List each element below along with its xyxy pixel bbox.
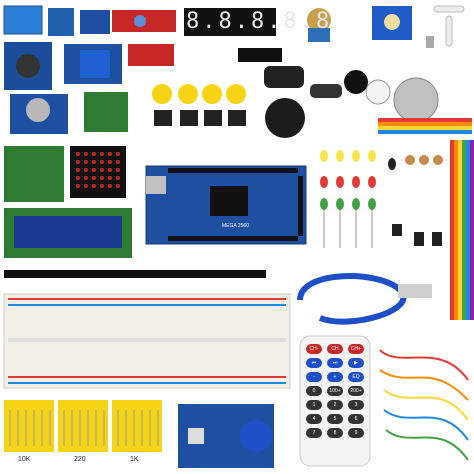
servo-arm [445, 15, 453, 47]
usb-port [146, 176, 166, 194]
usb-cable [297, 273, 407, 325]
remote-button: 9 [348, 428, 364, 438]
remote-button: 4 [306, 414, 322, 424]
remote-button: + [327, 372, 343, 382]
transistor [432, 232, 442, 246]
servo-horn [384, 14, 400, 30]
remote-button: 200+ [348, 386, 364, 396]
ribbon-cable [378, 118, 472, 134]
seven-segment-display [184, 8, 276, 36]
keypad-matrix [4, 146, 64, 202]
breadboard-rail-red [8, 298, 286, 300]
seven-segment-readout: 8.8.8.8.8 [186, 9, 333, 34]
button-cap-yellow [178, 84, 198, 104]
remote-button: - [306, 372, 322, 382]
transistor [414, 232, 424, 246]
remote-button: ⏮ [306, 358, 322, 368]
rfid-tag [240, 420, 272, 452]
lcd-screen [14, 216, 122, 248]
joystick-knob [16, 54, 40, 78]
potentiometer [307, 8, 331, 32]
resistor-pack [58, 400, 108, 452]
ic-chip [238, 48, 282, 62]
small-sensor-module [48, 8, 74, 36]
potentiometer-small [134, 15, 146, 27]
resistor-label-1k: 1K [130, 456, 139, 463]
stepper-driver-board [84, 92, 128, 132]
led-matrix-dots [76, 152, 120, 188]
ir-led [388, 158, 396, 170]
remote-button: 5 [327, 414, 343, 424]
breadboard-rail-blue [8, 304, 286, 306]
loose-jumper-wires [379, 349, 469, 461]
header-pins [168, 236, 298, 241]
push-button [180, 110, 198, 126]
usb-connector [398, 284, 432, 298]
remote-button: EQ [348, 372, 364, 382]
relay-body [80, 50, 110, 78]
pin-header-strip [4, 270, 266, 278]
jumper-wires-bundle [450, 140, 474, 320]
mega-chip [210, 186, 248, 216]
breadboard-rail-red [8, 376, 286, 378]
button-cap-yellow [226, 84, 246, 104]
dc-plug [310, 84, 342, 98]
water-level-sensor [128, 44, 174, 66]
breadboard-rail-blue [8, 382, 286, 384]
push-button [228, 110, 246, 126]
header-pins [298, 176, 303, 236]
remote-button: 100+ [327, 386, 343, 396]
rfid-card-chip [188, 428, 204, 444]
remote-button: 0 [306, 386, 322, 396]
remote-button: 8 [327, 428, 343, 438]
rtc-battery [26, 98, 50, 122]
push-button [154, 110, 172, 126]
breadboard-center-gap [8, 338, 286, 342]
push-button [204, 110, 222, 126]
remote-button: 6 [348, 414, 364, 424]
remote-button: ▶ [348, 358, 364, 368]
remote-button: CH- [306, 344, 322, 354]
buzzer-sticker [365, 79, 391, 105]
remote-button: CH+ [348, 344, 364, 354]
remote-button: 2 [327, 400, 343, 410]
resistor-leads [9, 410, 159, 446]
led-set [320, 150, 376, 248]
joystick-cap [265, 98, 305, 138]
remote-button: ⏭ [327, 358, 343, 368]
header-pins [168, 168, 298, 173]
battery-clip [264, 66, 304, 88]
potentiometer-base [308, 28, 330, 42]
resistor-pack [112, 400, 162, 452]
remote-button: 1 [306, 400, 322, 410]
resistor-label-10k: 10K [18, 456, 31, 463]
servo-arm [433, 5, 465, 13]
mega-board-label: MEGA 2560 [222, 223, 249, 229]
remote-button: 3 [348, 400, 364, 410]
buzzer [344, 70, 368, 94]
servo-arm [426, 36, 434, 48]
remote-button-grid: CH- CH CH+ ⏮ ⏭ ▶ - + EQ 0 100+ 200+ 1 2 … [306, 344, 364, 438]
resistor-label-220: 220 [74, 456, 86, 463]
button-cap-yellow [202, 84, 222, 104]
resistor-pack [4, 400, 54, 452]
button-cap-yellow [152, 84, 172, 104]
microphone-module [80, 10, 110, 34]
remote-button: CH [327, 344, 343, 354]
photoresistors [405, 155, 443, 165]
ir-receiver [392, 224, 402, 236]
stepper-motor [393, 77, 439, 123]
dht11-sensor [3, 5, 43, 35]
remote-button: 7 [306, 428, 322, 438]
